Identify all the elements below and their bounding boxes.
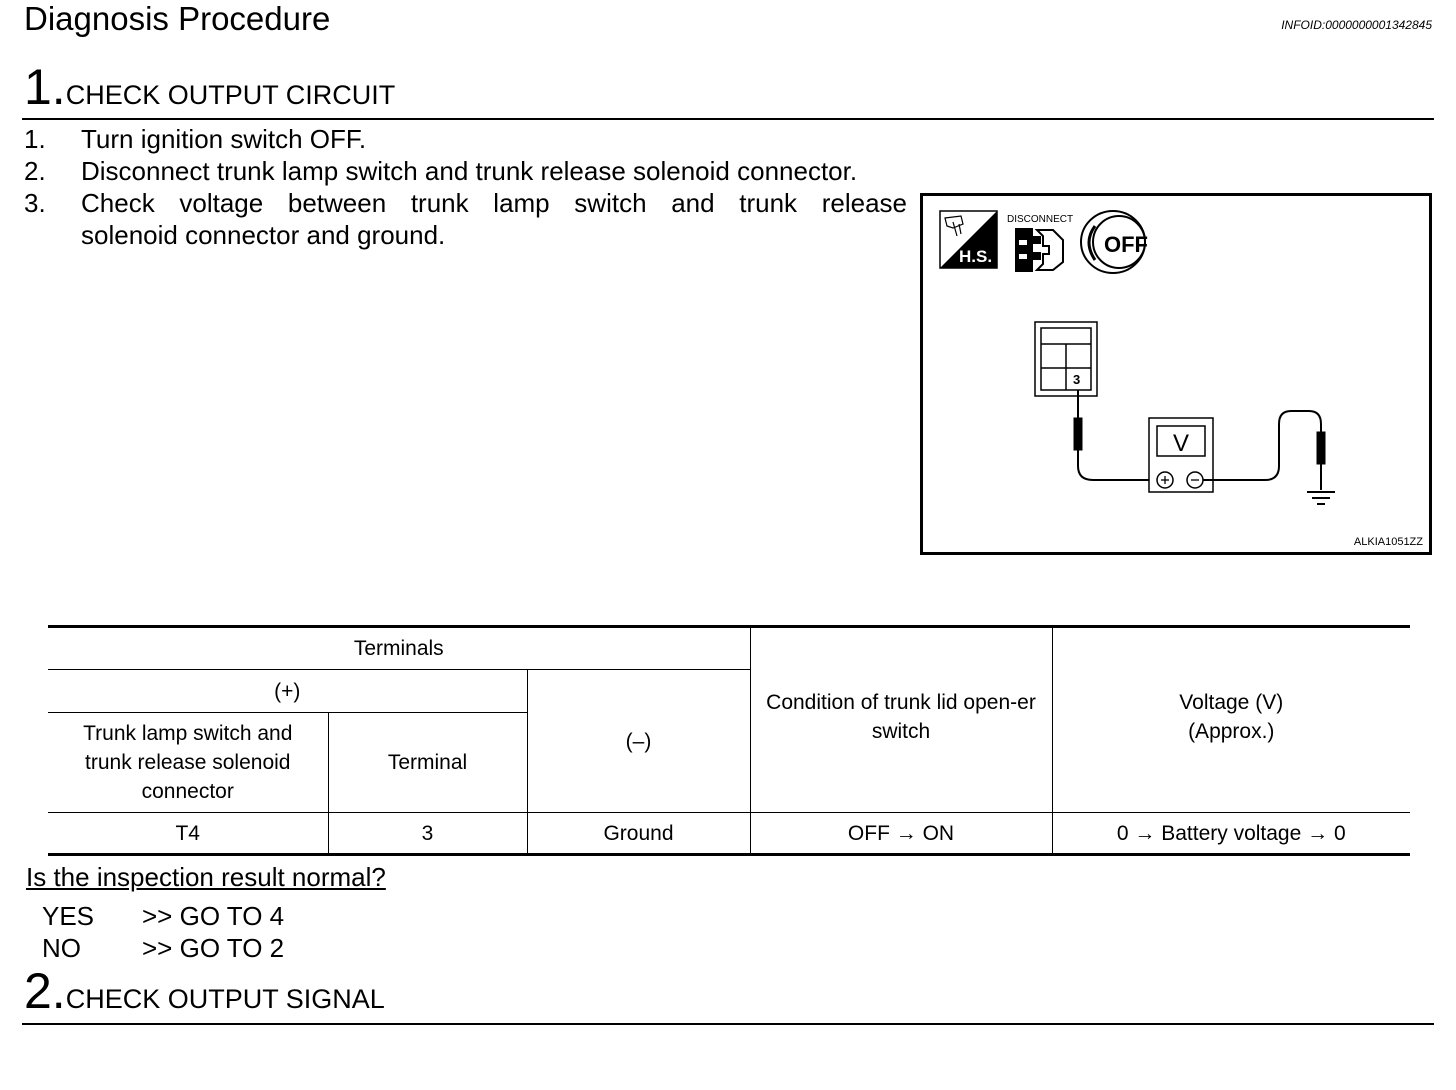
cell-voltage: 0 → Battery voltage → 0 — [1051, 812, 1410, 856]
negative-probe — [1203, 410, 1326, 490]
step-2-divider — [22, 1023, 1434, 1025]
terminal-number-label: 3 — [1073, 372, 1080, 387]
step-1-title: CHECK OUTPUT CIRCUIT — [65, 80, 396, 110]
voltmeter-icon: V — [1148, 417, 1214, 493]
ignition-off-icon: OFF — [1080, 210, 1148, 274]
page-title: Diagnosis Procedure — [24, 0, 331, 37]
connector-header: Trunk lamp switch and trunk release sole… — [48, 712, 329, 813]
hs-label: H.S. — [959, 247, 992, 266]
step-1-divider — [22, 118, 1434, 120]
terminal-voltage-table: Terminals Condition of trunk lid open-er… — [48, 625, 1410, 856]
off-label: OFF — [1104, 232, 1148, 257]
ground-icon — [1307, 491, 1335, 505]
cell-connector: T4 — [48, 812, 329, 856]
terminals-header: Terminals — [48, 625, 751, 670]
cell-condition: OFF → ON — [749, 812, 1053, 856]
step-1-number: 1. — [24, 59, 66, 115]
condition-header: Condition of trunk lid open-er switch — [749, 625, 1053, 813]
inspection-question: Is the inspection result normal? — [26, 862, 386, 892]
diagram-svg: H.S. DISCONNECT OFF 3 — [939, 210, 1335, 505]
terminal-header: Terminal — [327, 712, 528, 813]
voltage-check-diagram: H.S. DISCONNECT OFF 3 — [920, 193, 1432, 555]
disconnect-connector-icon: DISCONNECT — [1007, 214, 1073, 272]
harness-side-icon: H.S. — [939, 210, 998, 269]
positive-probe — [1073, 390, 1165, 481]
info-id: INFOID:0000000001342845 — [1281, 18, 1432, 32]
disconnect-label: DISCONNECT — [1007, 214, 1073, 225]
cell-terminal: 3 — [327, 812, 528, 856]
connector-face-icon: 3 — [1034, 321, 1098, 397]
meter-label: V — [1173, 430, 1189, 457]
voltage-header: Voltage (V) (Approx.) — [1051, 625, 1410, 813]
step-2-title: CHECK OUTPUT SIGNAL — [65, 984, 385, 1014]
step-2-heading: 2.CHECK OUTPUT SIGNAL — [24, 966, 385, 1016]
minus-header: (–) — [526, 669, 751, 813]
image-code: ALKIA1051ZZ — [1353, 536, 1423, 548]
step-1-heading: 1.CHECK OUTPUT CIRCUIT — [24, 62, 395, 112]
plus-header: (+) — [48, 669, 528, 713]
cell-minus: Ground — [526, 812, 751, 856]
step-2-number: 2. — [24, 963, 66, 1019]
